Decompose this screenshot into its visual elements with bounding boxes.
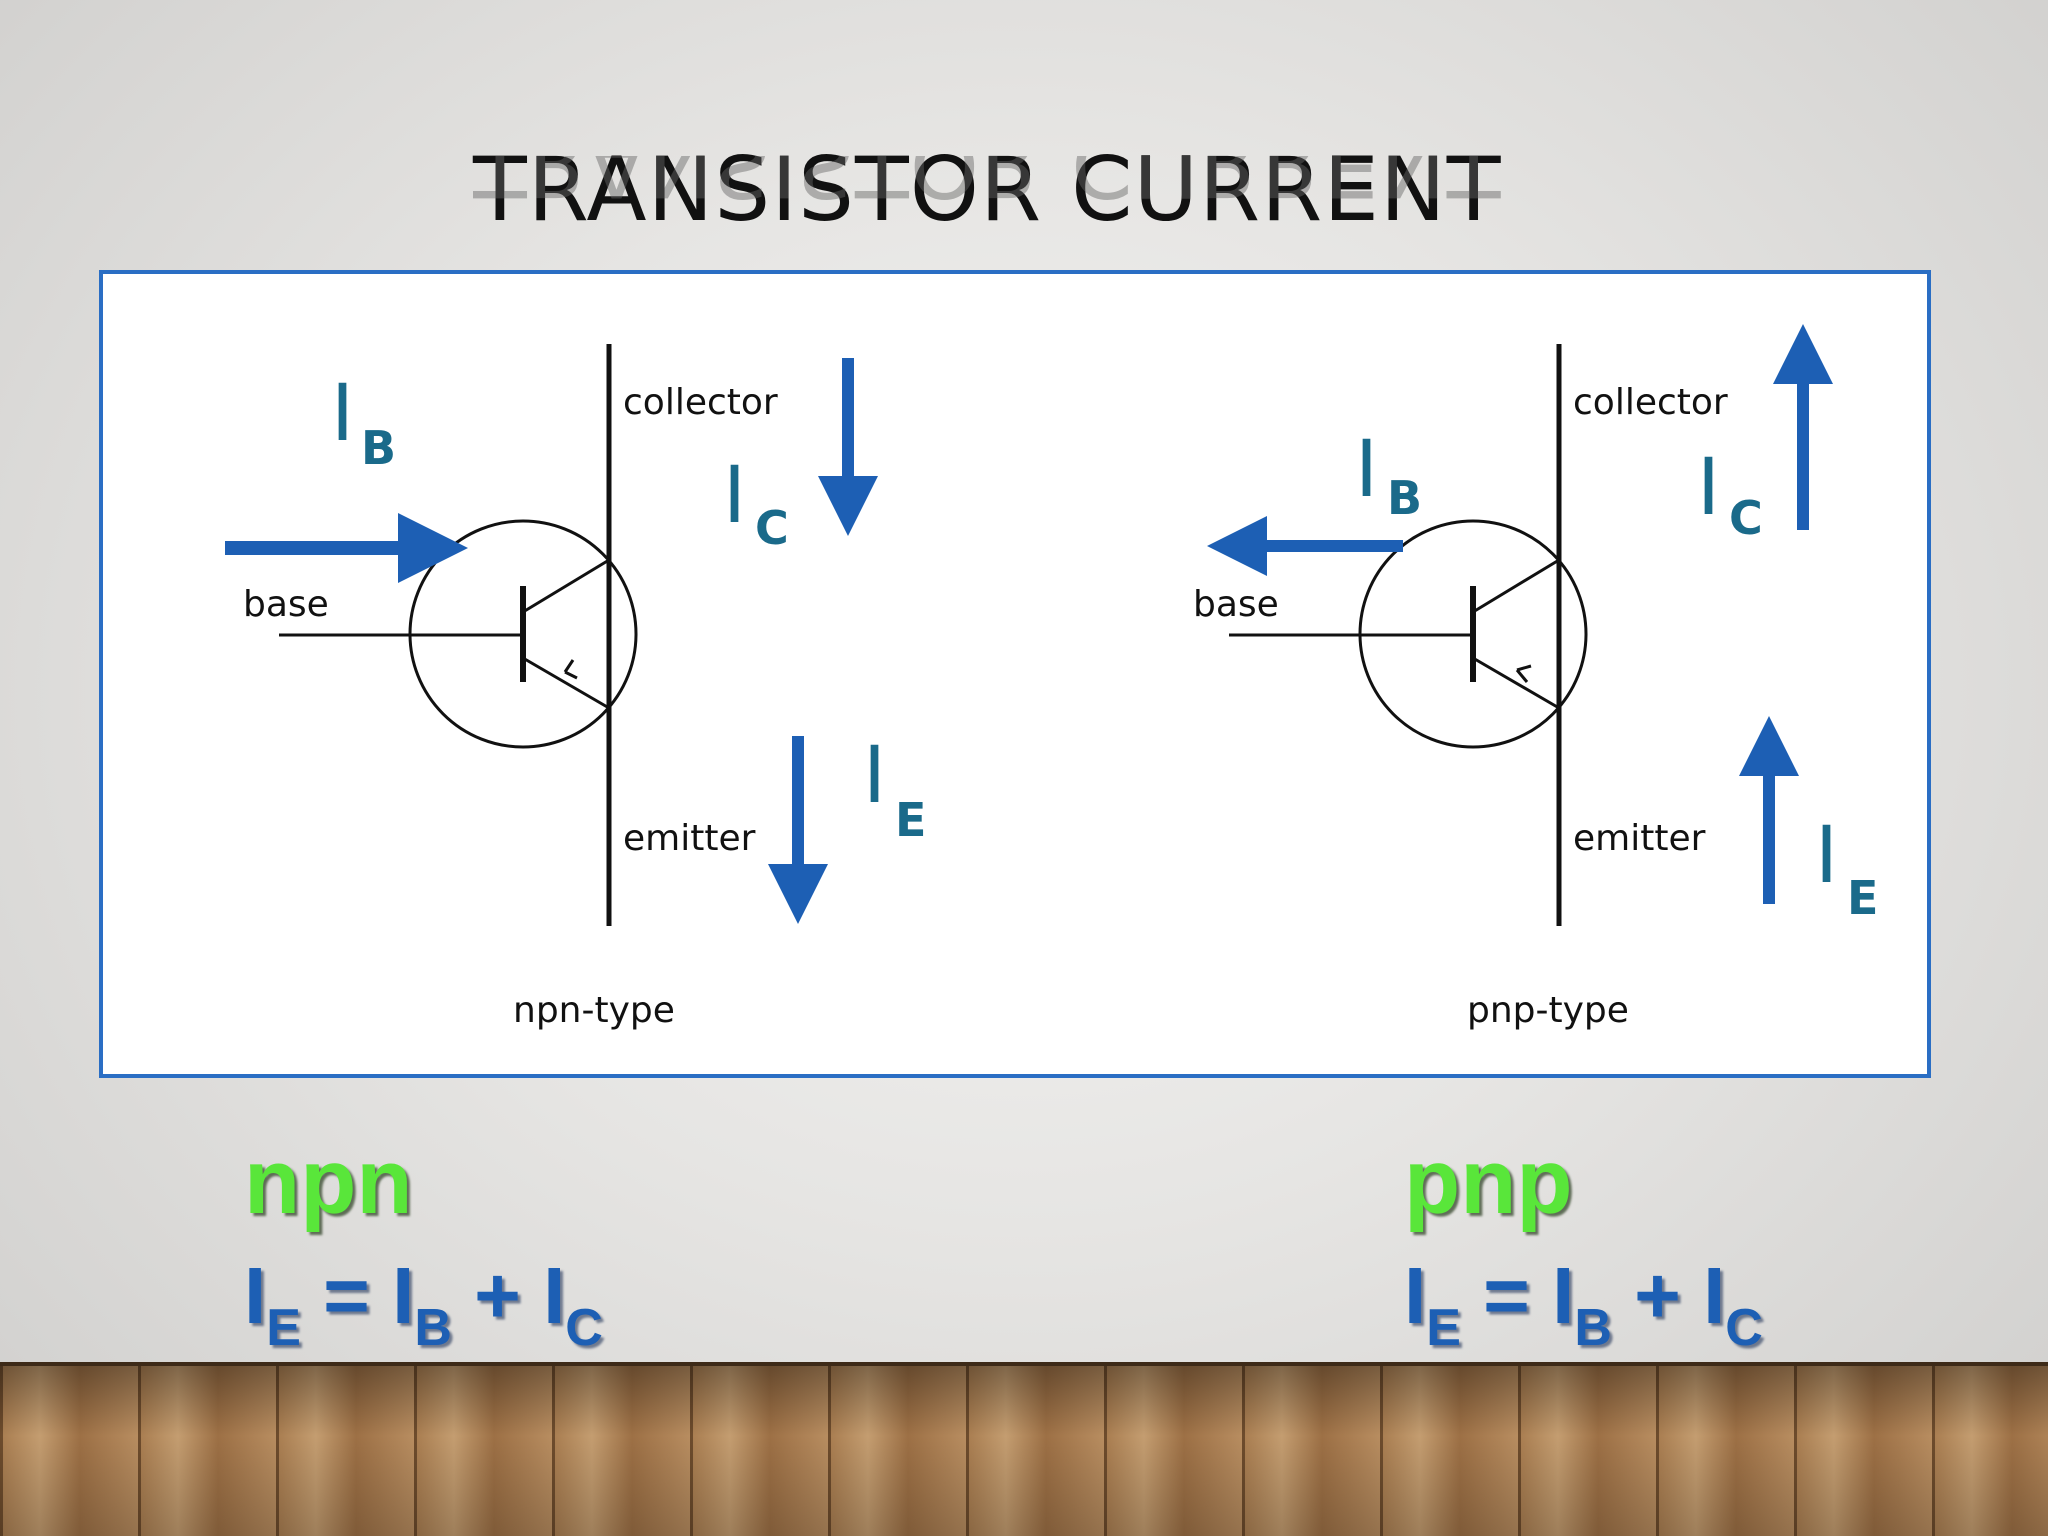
- pnp-emitter-line: [1472, 656, 1560, 710]
- npn-caption: npn-type: [513, 990, 675, 1031]
- pnp-ie-label: I: [1815, 811, 1838, 901]
- pnp-emitter-arrowhead: [1515, 664, 1532, 683]
- pnp-eq-ic: I: [1703, 1251, 1726, 1340]
- pnp-ib-label: I: [1355, 425, 1378, 515]
- pnp-eq-equals: =: [1460, 1251, 1553, 1340]
- npn-collector-label: collector: [623, 382, 778, 423]
- pnp-eq-ie-sub: E: [1426, 1299, 1461, 1357]
- pnp-equation: IE = IB + IC: [1404, 1250, 1763, 1358]
- pnp-ic-label: I: [1697, 443, 1720, 533]
- npn-equation: IE = IB + IC: [244, 1250, 603, 1358]
- npn-transistor: collector base emitter npn-type I B I C …: [225, 344, 926, 1031]
- pnp-eq-ic-sub: C: [1725, 1299, 1763, 1357]
- pnp-collector-line: [1472, 558, 1560, 614]
- npn-base-label: base: [243, 584, 329, 625]
- pnp-ie-sub: E: [1847, 871, 1878, 925]
- pnp-base-label: base: [1193, 584, 1279, 625]
- npn-eq-ic-sub: C: [565, 1299, 603, 1357]
- npn-emitter-arrowhead: [563, 659, 578, 680]
- npn-eq-ic: I: [543, 1251, 566, 1340]
- npn-ie-label: I: [863, 731, 886, 821]
- pnp-eq-ib: I: [1552, 1251, 1575, 1340]
- wooden-floor: [0, 1362, 2048, 1536]
- npn-emitter-line: [522, 656, 610, 710]
- npn-ib-sub: B: [361, 421, 396, 475]
- npn-ic-sub: C: [755, 501, 789, 555]
- transistor-diagram: collector base emitter npn-type I B I C …: [225, 324, 1878, 1031]
- pnp-caption: pnp-type: [1467, 990, 1629, 1031]
- npn-ib-label: I: [331, 369, 354, 459]
- npn-ie-sub: E: [895, 793, 926, 847]
- title-reflection: TRANSISTOR CURRENT: [473, 156, 1502, 216]
- pnp-eq-ib-sub: B: [1574, 1299, 1612, 1357]
- npn-collector-line: [522, 558, 610, 614]
- npn-ic-label: I: [723, 451, 746, 541]
- pnp-collector-label: collector: [1573, 382, 1728, 423]
- npn-eq-equals: =: [300, 1251, 393, 1340]
- npn-eq-ib-sub: B: [414, 1299, 452, 1357]
- slide-title: TRANSISTOR CURRENT: [473, 138, 1502, 241]
- pnp-eq-ie: I: [1404, 1251, 1427, 1340]
- npn-heading: npn: [244, 1131, 413, 1233]
- npn-eq-ib: I: [392, 1251, 415, 1340]
- pnp-ib-sub: B: [1387, 471, 1422, 525]
- pnp-emitter-label: emitter: [1573, 818, 1706, 859]
- npn-eq-ie-sub: E: [266, 1299, 301, 1357]
- npn-emitter-label: emitter: [623, 818, 756, 859]
- pnp-transistor: collector base emitter pnp-type I B I C …: [1193, 324, 1878, 1031]
- npn-eq-ie: I: [244, 1251, 267, 1340]
- pnp-heading: pnp: [1404, 1131, 1573, 1233]
- pnp-eq-plus: +: [1611, 1251, 1704, 1340]
- diagram-panel: collector base emitter npn-type I B I C …: [99, 270, 1931, 1078]
- pnp-ic-sub: C: [1729, 491, 1763, 545]
- npn-eq-plus: +: [451, 1251, 544, 1340]
